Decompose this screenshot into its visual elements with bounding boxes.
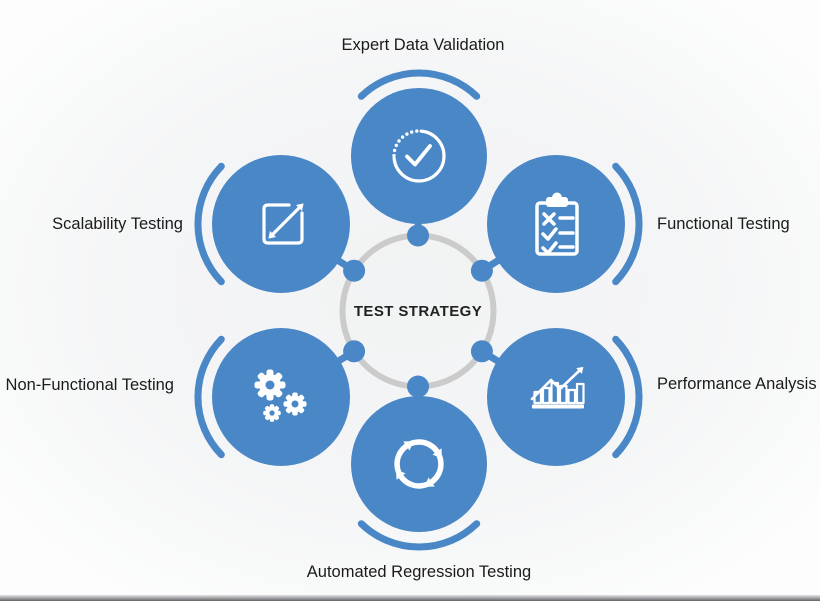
node-label-performance-analysis: Performance Analysis xyxy=(657,375,817,393)
gear-small xyxy=(263,404,281,422)
clipboard-checklist-icon xyxy=(535,192,579,256)
ring-dot-upper-right xyxy=(470,259,493,282)
gear-large xyxy=(254,369,286,401)
node-label-functional-testing: Functional Testing xyxy=(657,215,790,233)
node-automated-regression-testing xyxy=(351,396,487,551)
hub-title: TEST STRATEGY xyxy=(353,303,483,320)
cycle-arrows-icon xyxy=(394,439,444,489)
node-label-expert-data-validation: Expert Data Validation xyxy=(341,36,505,54)
gear-medium xyxy=(283,392,307,416)
node-arc-lower-left xyxy=(194,335,225,459)
node-scalability-testing xyxy=(194,155,350,293)
scale-expand-icon xyxy=(262,203,304,245)
ring-dots xyxy=(343,224,493,398)
node-circle-top xyxy=(351,88,487,224)
node-circle-lower-right xyxy=(487,328,625,466)
node-arc-upper-right xyxy=(612,162,643,286)
ring-dot-bottom xyxy=(407,375,429,398)
node-arc-top xyxy=(357,69,481,100)
node-arc-upper-left xyxy=(194,162,225,286)
node-arc-lower-right xyxy=(612,335,643,459)
node-expert-data-validation xyxy=(351,69,487,224)
node-label-non-functional-testing: Non-Functional Testing xyxy=(5,376,174,394)
node-performance-analysis xyxy=(487,328,643,466)
growth-bar-chart-icon xyxy=(530,366,585,409)
node-functional-testing xyxy=(487,155,643,293)
trend-arrowhead xyxy=(576,366,584,374)
node-label-automated-regression-testing: Automated Regression Testing xyxy=(306,563,532,581)
gears-icon xyxy=(254,369,307,422)
ring-dot-upper-left xyxy=(343,259,366,282)
node-circle-upper-right xyxy=(487,155,625,293)
node-arc-bottom xyxy=(357,520,481,551)
node-non-functional-testing xyxy=(194,328,350,466)
ring-dot-top xyxy=(407,224,429,247)
dotted-arc xyxy=(392,129,419,158)
ring-dot-lower-right xyxy=(470,340,493,363)
node-label-scalability-testing: Scalability Testing xyxy=(52,215,183,233)
node-circle-lower-left xyxy=(212,328,350,466)
node-circle-bottom xyxy=(351,396,487,532)
check-circle-icon xyxy=(392,129,446,183)
bottom-edge-shadow xyxy=(0,595,820,601)
ring-dot-lower-left xyxy=(343,340,366,363)
